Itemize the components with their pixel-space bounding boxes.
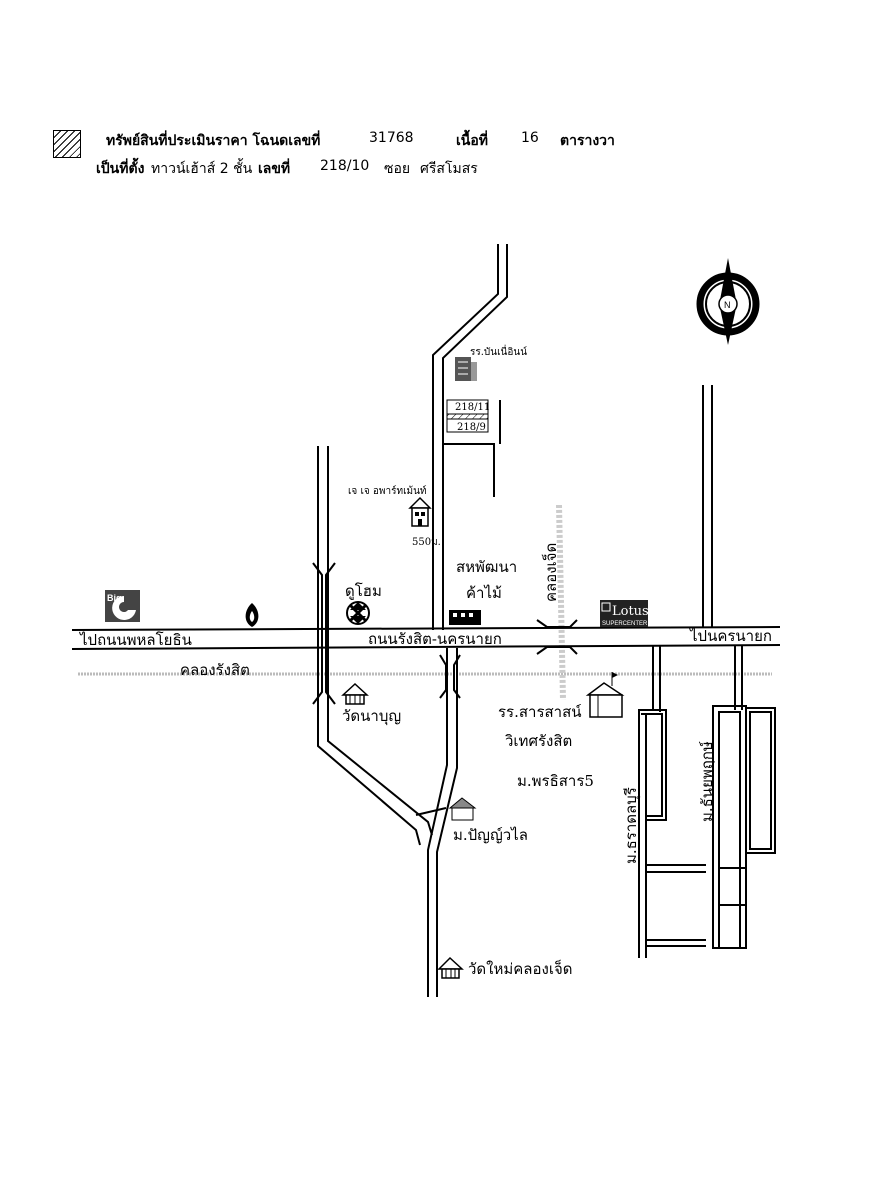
school-saras-icon: [585, 672, 625, 718]
location-label: เป็นที่ตั้ง: [96, 161, 145, 177]
wat-mai-label: วัดใหม่คลองเจ็ด: [468, 959, 572, 978]
to-phahon-label: ไปถนนพหลโยธิน: [79, 631, 192, 649]
area-unit: ตารางวา: [560, 133, 615, 149]
north-arrow-icon: N: [696, 258, 760, 345]
m-thanya-label: ม.ธันยพฤกษ์: [698, 741, 716, 822]
right-road: [702, 385, 713, 627]
house-panya-icon: [448, 797, 477, 821]
khlong-rangsit-label: คลองรังสิต: [180, 661, 250, 679]
do-home-label: ดูโฮม: [345, 582, 382, 600]
soi-label: ซอย: [384, 161, 411, 177]
lotus-sub-label: SUPERCENTER: [602, 621, 648, 627]
north-label: N: [724, 300, 731, 310]
do-home-icon: [346, 601, 370, 625]
school-saras-label: รร.สารสาสน์: [498, 703, 582, 721]
property-type: ทาวน์เฮ้าส์ 2 ชั้น: [151, 161, 253, 177]
main-road-label: ถนนรังสิต-นครนายก: [368, 630, 502, 648]
village-roads: [638, 645, 776, 958]
school-top-label: รร.บันเนื่อินน์: [470, 344, 527, 358]
apartment-icon: [408, 496, 432, 527]
soi-name: ศรีสโมสร: [420, 161, 478, 177]
khlong-chet-vertical-label: คลองเจ็ด: [541, 543, 560, 602]
school-building-icon: [455, 357, 477, 381]
temple-naboon-icon: [341, 682, 369, 705]
area-label: เนื้อที่: [456, 133, 488, 149]
khlong-chet-canal: [556, 504, 566, 701]
plot-218-9-label: 218/9: [457, 422, 486, 433]
sahaphat-label: สหพัฒนา: [456, 558, 517, 576]
school-saras-subtitle: วิเทศรังสิต: [504, 732, 572, 750]
bridge-marks: [312, 562, 578, 705]
apartment-label: เจ เจ อพาร์ทเม้นท์: [348, 485, 427, 497]
to-nakhon-nayok-label: ไปนครนายก: [689, 627, 772, 645]
plot-218-11-label: 218/11: [455, 402, 490, 413]
main-road: [71, 626, 781, 650]
deed-number: 31768: [369, 130, 414, 146]
m-panya-label: ม.ปัญญ์วไล: [453, 826, 528, 844]
wood-shop-label: ค้าไม้: [466, 584, 502, 602]
lotus-label: Lotus: [612, 604, 649, 619]
central-road: [415, 244, 508, 997]
area-value: 16: [521, 130, 539, 146]
plot-branch-road: [443, 400, 501, 497]
gas-station-icon: [245, 603, 259, 627]
left-road: [317, 446, 433, 846]
m-thara-label: ม.ธราดลบุรี: [622, 787, 641, 864]
subject-property-legend-swatch: [53, 130, 81, 158]
m-phruksa-label: ม.พรธิสาร5: [517, 772, 594, 790]
temple-mai-icon: [437, 956, 464, 979]
house-number-label: เลขที่: [258, 161, 291, 177]
wood-shop-icon: [449, 610, 481, 625]
wat-naboon-label: วัดนาบุญ: [342, 707, 401, 726]
lotus-logo: Lotus SUPERCENTER: [600, 600, 649, 627]
deed-label: ทรัพย์สินที่ประเมินราคา โฉนดเลขที่: [106, 133, 321, 149]
distance-550-label: 550ม.: [412, 537, 441, 548]
big-c-label: Big: [107, 593, 122, 603]
house-number: 218/10: [320, 158, 370, 174]
plot-218-9: [446, 418, 489, 433]
big-c-logo: Big: [105, 590, 140, 622]
